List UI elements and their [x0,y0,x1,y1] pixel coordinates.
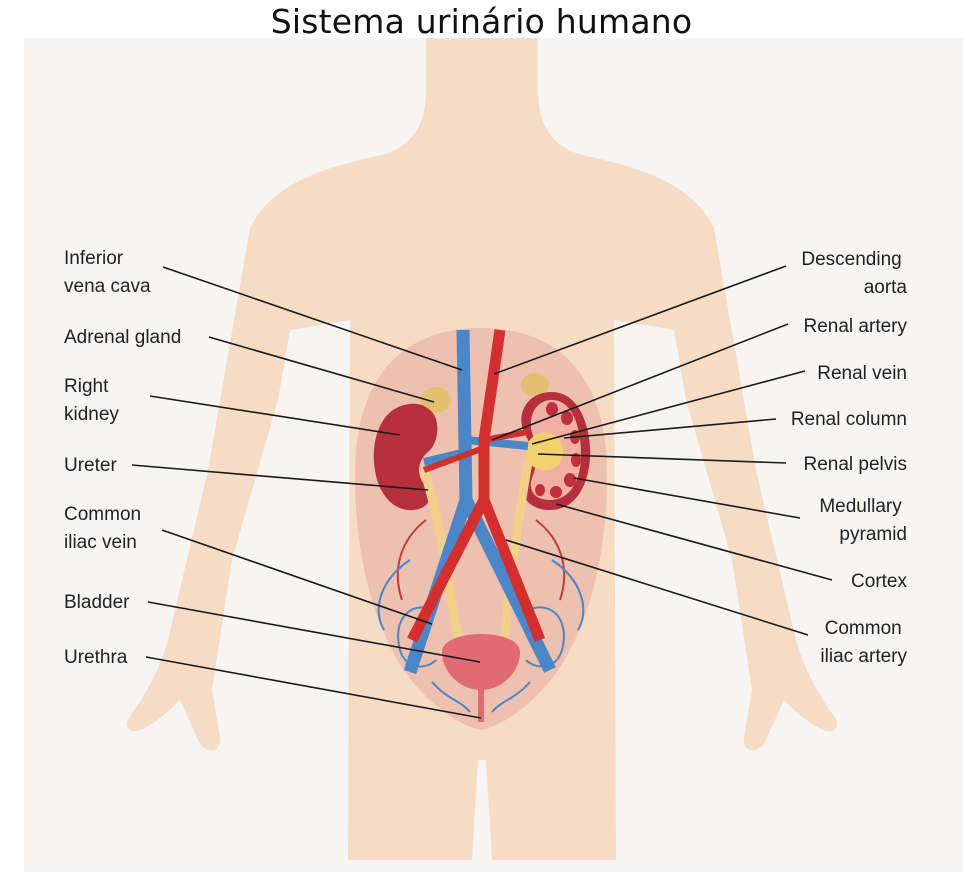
label-medullary-pyramid: Medullary pyramid [819,496,907,545]
label-urethra: Urethra [64,647,128,668]
label-descending-aorta: Descending aorta [801,249,907,298]
label-right-kidney: Right kidney [64,376,119,425]
label-cortex: Cortex [851,571,907,592]
inferior-vena-cava [463,330,466,500]
label-renal-vein: Renal vein [817,363,907,384]
label-inferior-vena-cava: Inferior vena cava [64,248,151,297]
label-ureter: Ureter [64,455,117,476]
label-renal-pelvis: Renal pelvis [804,454,908,475]
label-common-iliac-artery: Common iliac artery [820,618,907,667]
label-common-iliac-vein: Common iliac vein [64,504,146,553]
label-bladder: Bladder [64,592,130,613]
label-renal-artery: Renal artery [804,316,908,337]
label-adrenal-gland: Adrenal gland [64,327,181,348]
label-renal-column: Renal column [791,409,907,430]
